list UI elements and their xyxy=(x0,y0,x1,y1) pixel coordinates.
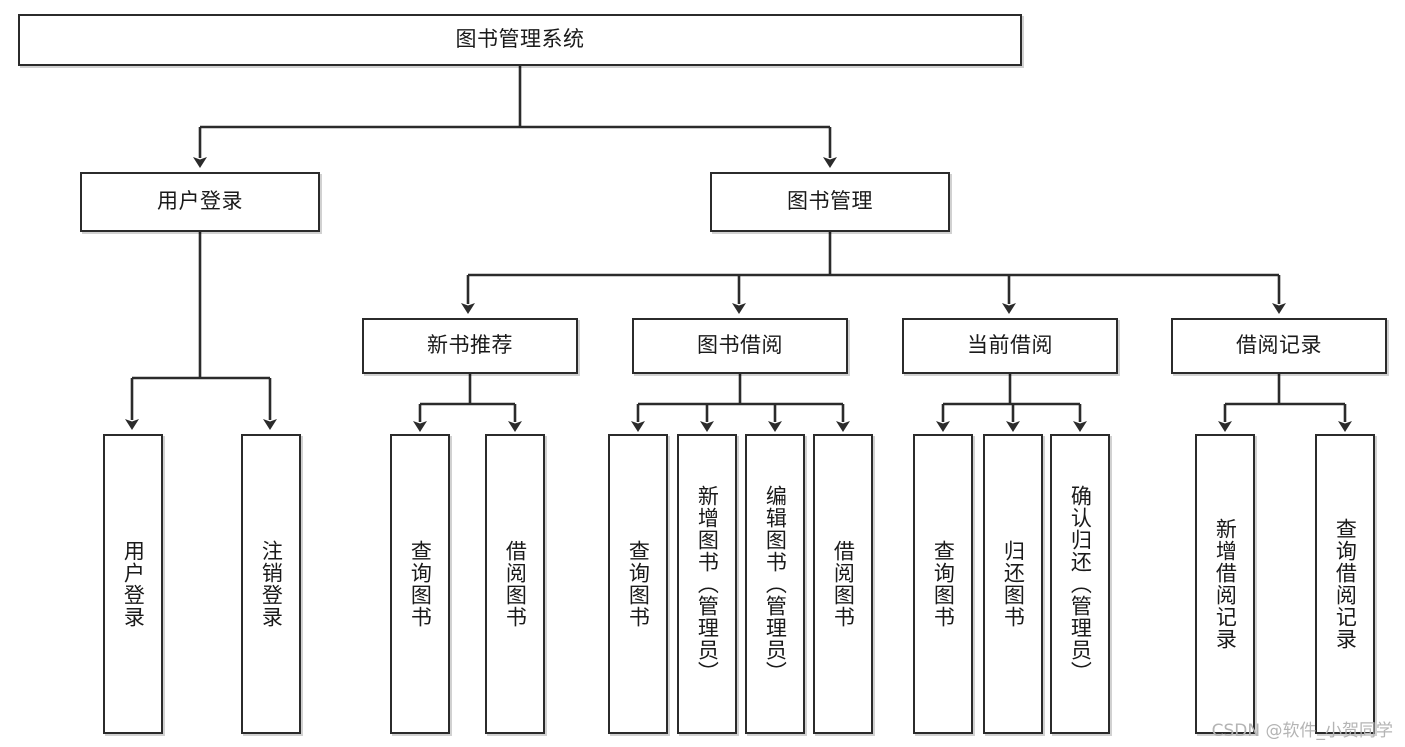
node-user-login-label: 用户登录 xyxy=(157,189,243,214)
leaf-confirm-return[interactable]: 确认归还（管理员） xyxy=(1050,434,1110,734)
leaf-query-book-2-label: 查询图书 xyxy=(626,540,651,628)
leaf-logout-login-label: 注销登录 xyxy=(259,540,284,628)
leaf-logout-login[interactable]: 注销登录 xyxy=(241,434,301,734)
node-current-borrow[interactable]: 当前借阅 xyxy=(902,318,1118,374)
watermark: CSDN @软件_小贺同学 xyxy=(1211,721,1393,741)
node-borrow-record-label: 借阅记录 xyxy=(1236,333,1322,358)
leaf-add-book[interactable]: 新增图书（管理员） xyxy=(677,434,737,734)
leaf-edit-book-label: 编辑图书（管理员） xyxy=(763,485,788,683)
node-borrow-record[interactable]: 借阅记录 xyxy=(1171,318,1387,374)
node-new-book-rec[interactable]: 新书推荐 xyxy=(362,318,578,374)
leaf-borrow-book-1[interactable]: 借阅图书 xyxy=(485,434,545,734)
leaf-borrow-book-2[interactable]: 借阅图书 xyxy=(813,434,873,734)
leaf-query-book-1[interactable]: 查询图书 xyxy=(390,434,450,734)
leaf-add-book-label: 新增图书（管理员） xyxy=(695,485,720,683)
node-book-manage[interactable]: 图书管理 xyxy=(710,172,950,232)
node-root[interactable]: 图书管理系统 xyxy=(18,14,1022,66)
node-book-borrow-label: 图书借阅 xyxy=(697,333,783,358)
leaf-query-book-3[interactable]: 查询图书 xyxy=(913,434,973,734)
leaf-query-book-1-label: 查询图书 xyxy=(408,540,433,628)
node-root-label: 图书管理系统 xyxy=(455,27,585,52)
leaf-query-book-2[interactable]: 查询图书 xyxy=(608,434,668,734)
node-book-borrow[interactable]: 图书借阅 xyxy=(632,318,848,374)
leaf-user-login-label: 用户登录 xyxy=(121,540,146,628)
node-current-borrow-label: 当前借阅 xyxy=(967,333,1053,358)
leaf-add-record-label: 新增借阅记录 xyxy=(1213,518,1238,650)
leaf-user-login[interactable]: 用户登录 xyxy=(103,434,163,734)
leaf-borrow-book-1-label: 借阅图书 xyxy=(503,540,528,628)
node-user-login[interactable]: 用户登录 xyxy=(80,172,320,232)
leaf-edit-book[interactable]: 编辑图书（管理员） xyxy=(745,434,805,734)
leaf-return-book[interactable]: 归还图书 xyxy=(983,434,1043,734)
node-book-manage-label: 图书管理 xyxy=(787,189,873,214)
leaf-query-record[interactable]: 查询借阅记录 xyxy=(1315,434,1375,734)
leaf-return-book-label: 归还图书 xyxy=(1001,540,1026,628)
leaf-confirm-return-label: 确认归还（管理员） xyxy=(1068,485,1093,683)
leaf-query-record-label: 查询借阅记录 xyxy=(1333,518,1358,650)
leaf-borrow-book-2-label: 借阅图书 xyxy=(831,540,856,628)
leaf-query-book-3-label: 查询图书 xyxy=(931,540,956,628)
node-new-book-rec-label: 新书推荐 xyxy=(427,333,513,358)
leaf-add-record[interactable]: 新增借阅记录 xyxy=(1195,434,1255,734)
